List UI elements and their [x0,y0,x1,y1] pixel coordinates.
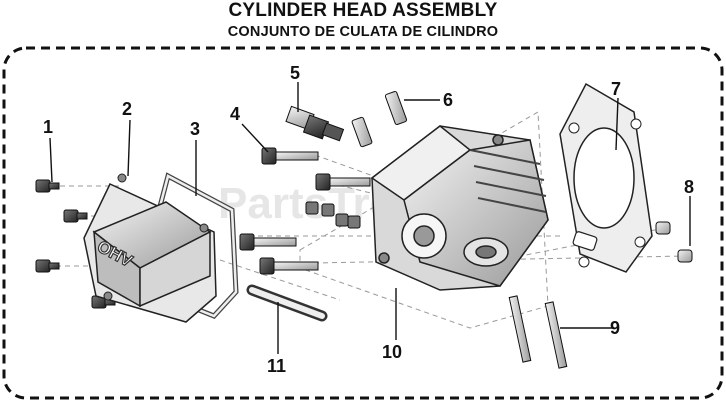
callout-6: 6 [443,90,453,110]
cover-bolts [35,179,116,309]
callout-8: 8 [684,177,694,197]
callout-10: 10 [382,342,402,362]
callout-2: 2 [122,99,132,119]
leader-lines [49,82,691,354]
studs [508,295,568,369]
head-bolts [239,147,371,275]
callout-7: 7 [611,79,621,99]
callout-3: 3 [190,119,200,139]
dowels [655,221,693,263]
diagram-subtitle: CONJUNTO DE CULATA DE CILINDRO [227,24,499,40]
head-gasket [559,82,653,273]
diagram-title: CYLINDER HEAD ASSEMBLY [228,0,498,21]
dashed-frame [2,46,724,400]
spark-plug [285,105,345,142]
callout-1: 1 [43,117,53,137]
callout-11: 11 [267,356,286,376]
callout-9: 9 [610,318,620,338]
callout-4: 4 [230,104,240,124]
cylinder-head [370,125,549,291]
valve-cover: OHV [83,173,217,323]
callout-5: 5 [290,63,300,83]
dowel-pins [351,90,408,148]
